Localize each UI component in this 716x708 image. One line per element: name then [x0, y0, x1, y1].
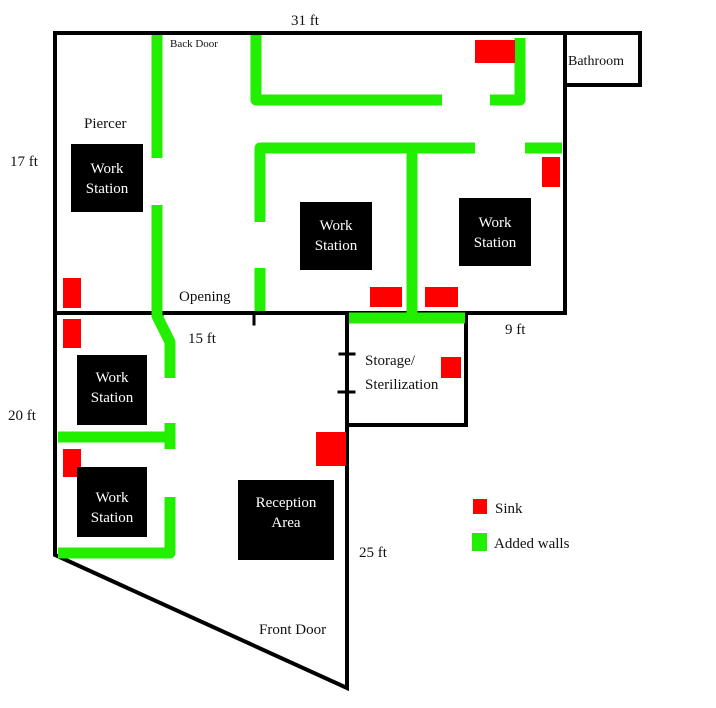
station-label: Station: [315, 238, 358, 254]
sink: [425, 287, 458, 307]
reception-label: Area: [271, 515, 300, 531]
sinks: [63, 40, 560, 477]
station-label: Station: [474, 235, 517, 251]
opening-label: Opening: [179, 289, 231, 305]
legend-walls-swatch: [472, 533, 487, 551]
legend-walls-label: Added walls: [494, 536, 570, 552]
sink: [441, 357, 461, 378]
work-station: Work Station: [71, 144, 143, 212]
sink: [63, 449, 81, 477]
station-label: Work: [96, 370, 129, 386]
sink: [63, 319, 81, 348]
station-label: Station: [86, 181, 129, 197]
reception-area: Reception Area: [238, 480, 334, 560]
station-label: Station: [91, 510, 134, 526]
back-door-label: Back Door: [170, 38, 218, 50]
storage-label: Storage/: [365, 353, 416, 369]
sink: [316, 432, 346, 466]
work-station: Work Station: [300, 202, 372, 270]
piercer-label: Piercer: [84, 116, 126, 132]
storage-label: Sterilization: [365, 377, 439, 393]
dimension-middle: 15 ft: [188, 331, 217, 347]
station-label: Station: [91, 390, 134, 406]
work-station: Work Station: [459, 198, 531, 266]
dimension-left-upper: 17 ft: [10, 154, 39, 170]
legend-sink-swatch: [473, 499, 487, 514]
legend-sink-label: Sink: [495, 501, 523, 517]
front-door-label: Front Door: [259, 622, 326, 638]
work-station: Work Station: [77, 467, 147, 537]
reception-label: Reception: [256, 495, 317, 511]
bathroom-label: Bathroom: [568, 54, 624, 69]
station-label: Work: [479, 215, 512, 231]
station-label: Work: [91, 161, 124, 177]
sink: [542, 157, 560, 187]
dimension-top: 31 ft: [291, 13, 320, 29]
sink: [63, 278, 81, 308]
dimension-right-notch: 9 ft: [505, 322, 526, 338]
sink: [475, 40, 515, 63]
dimension-right-lower: 25 ft: [359, 545, 388, 561]
work-station: Work Station: [77, 355, 147, 425]
station-label: Work: [320, 218, 353, 234]
station-label: Work: [96, 490, 129, 506]
legend: Sink Added walls: [472, 499, 570, 552]
added-walls: [58, 35, 562, 559]
sink: [370, 287, 402, 307]
dimension-left-lower: 20 ft: [8, 408, 37, 424]
